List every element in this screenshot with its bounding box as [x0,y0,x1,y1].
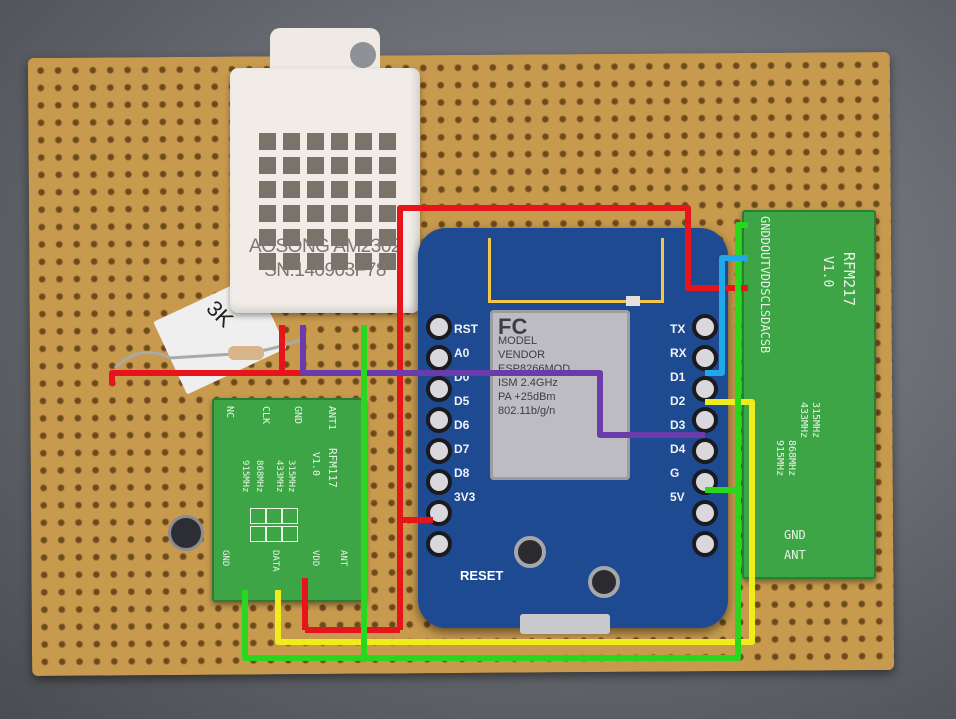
esp8266-module: FC MODEL VENDOR ESP8266MOD ISM 2.4GHz PA… [490,310,630,480]
pcb-antenna [488,238,664,303]
sensor-serial-label: SN:140903F78 [264,260,386,281]
rfm117-data-label: DATA [270,550,280,572]
pin-label: 3V3 [454,490,476,504]
resistor [113,336,306,370]
rfm117-clk-label: CLK [260,406,271,425]
sensor-body: AOSONG AM2302 SN:140903F78 [230,68,420,313]
chip-line: 802.11b/g/n [498,405,556,417]
pin-label: D5 [454,394,470,408]
green-wire [242,222,748,662]
pin-label: RST [454,322,478,336]
freq-868: 868MHz [786,440,797,477]
pin-label: D2 [670,394,686,408]
sensor-vent-grid [252,126,398,276]
freq-868: 868MHz [254,460,264,493]
freq-315: 315MHz [810,402,821,439]
micro-usb-port[interactable] [520,614,610,634]
pin-label: A0 [454,346,470,360]
purple-wire [300,325,705,438]
chip-logo: FC [498,314,528,339]
pin-label: D8 [454,466,470,480]
left-header [426,314,452,562]
sensor-brand-label: AOSONG AM2302 [249,236,401,257]
pin-label: G [670,466,680,480]
freq-315: 315MHz [286,460,296,493]
rfm117-module: NC CLK GND ANT1 RFM117 V1.0 315MHz 433MH… [212,398,366,602]
rfm117-vdd-label: VDD [310,550,320,567]
rfm117-model: RFM117 [326,448,339,488]
rfm117-gnd-label: GND [292,406,303,425]
freq-433: 433MHz [798,402,809,439]
chip-line: ISM 2.4GHz [498,377,558,389]
pin-label: RX [670,346,687,360]
chip-line: MODEL [498,335,538,347]
rfm117-version: V1.0 [310,452,321,477]
chip-line: PA +25dBm [498,391,556,403]
pin-label: D7 [454,442,470,456]
pin-label: D3 [670,418,686,432]
rfm217-ant-label: ANT [784,548,806,562]
status-led [626,296,640,306]
wemos-d1-mini: FC MODEL VENDOR ESP8266MOD ISM 2.4GHz PA… [418,228,728,634]
reset-label: RESET [460,568,504,583]
freq-433: 433MHz [274,460,284,493]
rfm217-version: V1.0 [820,256,835,288]
rfm217-gnd-label: GND [784,528,806,542]
pin-label: D6 [454,418,470,432]
pin-label: D1 [670,370,686,384]
rfm117-ant-label: ANT [338,550,348,567]
mount-pad [588,566,620,598]
freq-checkboxes [250,508,298,542]
rfm217-model: RFM217 [840,252,858,307]
loose-component [168,515,204,551]
blue-wire [705,255,748,376]
rfm117-nc-label: NC [224,406,235,419]
pin-label: TX [670,322,686,336]
rfm117-ant1-label: ANT1 [326,406,337,431]
right-header [692,314,718,562]
chip-line: VENDOR [498,349,546,361]
mount-hole [350,42,376,68]
freq-915: 915MHz [240,460,250,493]
pin-label: D4 [670,442,686,456]
rfm217-header-label: GNDDOUTVDDSCLSDACSB [758,216,772,354]
rfm117-bottom-gnd: GND [220,550,230,567]
am2302-sensor: AOSONG AM2302 SN:140903F78 [230,28,420,313]
rfm217-module: GNDDOUTVDDSCLSDACSB RFM217 V1.0 315MHz 4… [742,210,876,579]
reset-button[interactable] [514,536,546,568]
freq-915: 915MHz [774,440,785,477]
pin-label: 5V [670,490,685,504]
red-wire [109,205,748,633]
